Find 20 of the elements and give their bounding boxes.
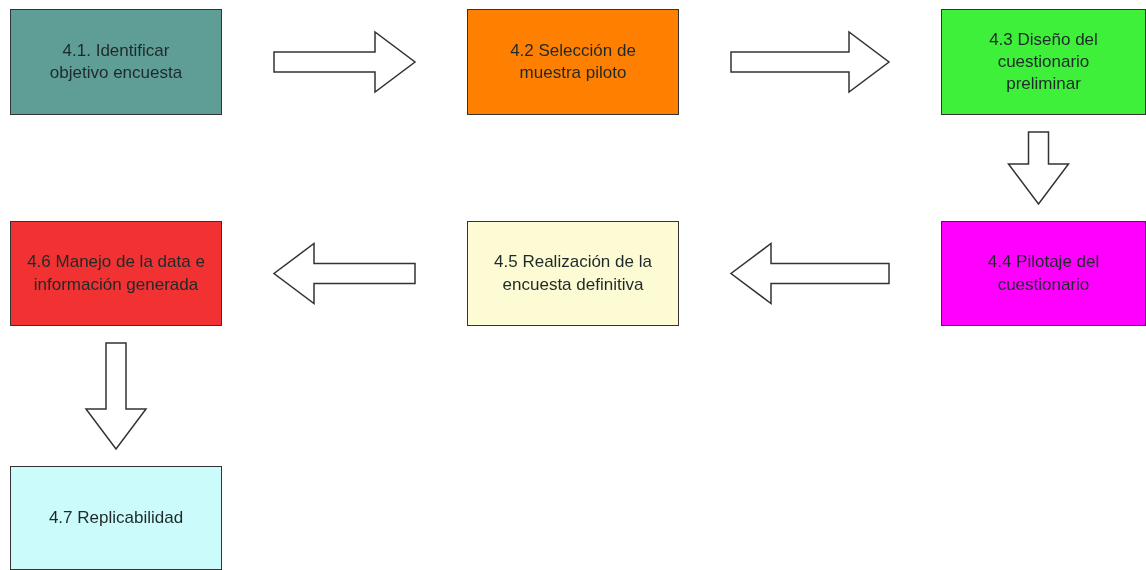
step-label: 4.5 Realización de la encuesta definitiva <box>493 251 653 296</box>
step-label: 4.6 Manejo de la data e información generada <box>26 251 206 296</box>
step-label: 4.2 Selección de muestra piloto <box>509 39 637 84</box>
process-box <box>10 466 222 570</box>
process-box <box>941 221 1146 326</box>
step-label: 4.4 Pilotaje del cuestionario <box>986 251 1101 296</box>
block-arrow <box>272 242 416 305</box>
block-arrow <box>84 342 148 451</box>
step-label: 4.3 Diseño del cuestionario preliminar <box>988 28 1099 96</box>
step-label: 4.1. Identificar objetivo encuesta <box>48 39 184 84</box>
block-arrow <box>1007 131 1070 206</box>
step-label: 4.7 Replicabilidad <box>48 506 184 529</box>
block-arrow <box>730 30 891 94</box>
process-box <box>10 221 222 326</box>
process-box <box>941 9 1146 115</box>
process-box <box>467 221 679 326</box>
block-arrow <box>273 30 417 94</box>
block-arrow <box>729 242 890 305</box>
process-box <box>467 9 679 115</box>
process-box <box>10 9 222 115</box>
